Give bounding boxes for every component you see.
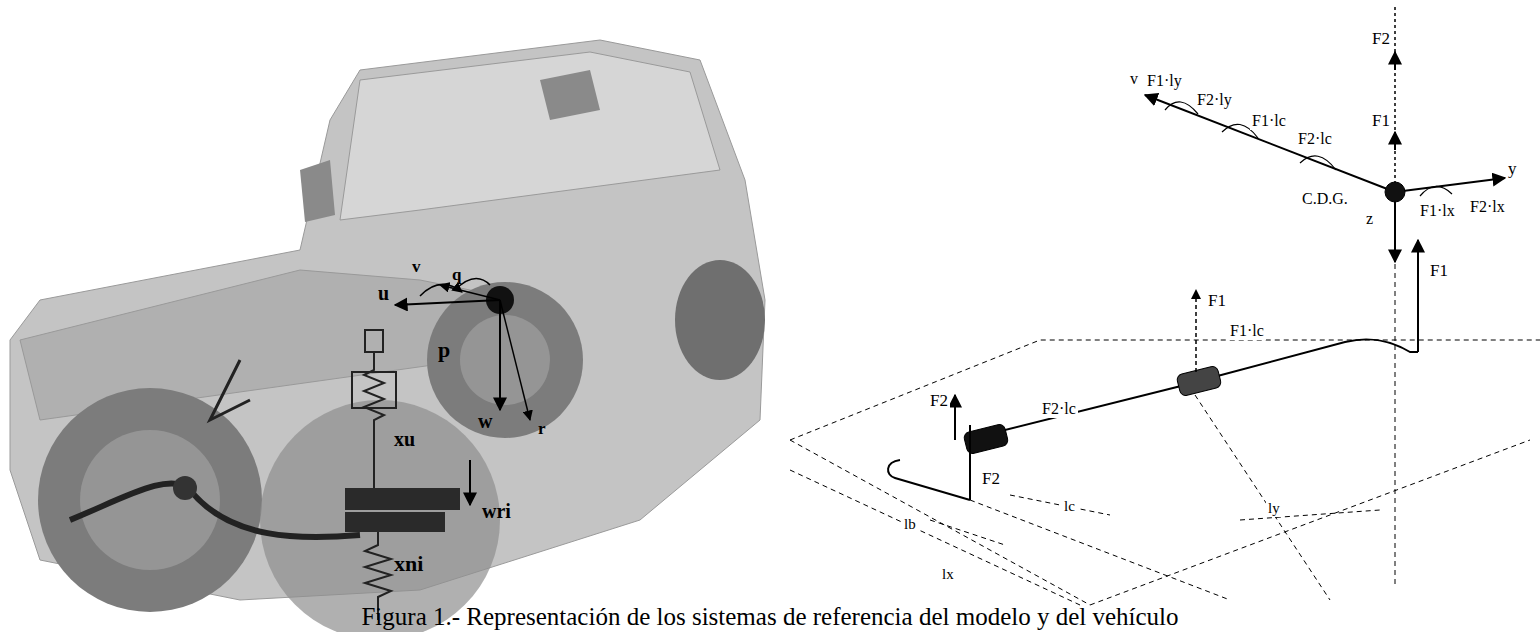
force-label: F1	[1370, 112, 1392, 131]
force-label: F1·lx	[1418, 202, 1457, 220]
force-label: y	[1506, 160, 1519, 179]
angle-label: r	[536, 420, 548, 439]
force-label: F2	[928, 392, 950, 411]
force-label: F2·lc	[1296, 130, 1334, 148]
force-label: z	[1364, 210, 1375, 228]
axis-label: w	[476, 410, 494, 432]
force-label: F1·lc	[1250, 112, 1288, 130]
force-label: F2·lx	[1468, 198, 1507, 216]
force-label: F2·ly	[1195, 91, 1234, 109]
force-label: F2	[980, 470, 1002, 489]
angle-label: q	[450, 266, 463, 285]
force-label: lc	[1062, 498, 1077, 515]
force-label: F1	[1428, 262, 1450, 281]
angle-label: p	[436, 338, 452, 362]
force-label: F2	[1370, 30, 1392, 49]
force-label: F1·ly	[1145, 72, 1184, 90]
spring-label: xni	[392, 552, 425, 576]
force-label: F1·lc	[1228, 322, 1266, 340]
force-diagram	[790, 5, 1540, 605]
force-label: C.D.G.	[1300, 190, 1350, 208]
car-illustration	[10, 40, 765, 632]
force-label: ly	[1266, 500, 1282, 517]
force-label: lb	[902, 516, 918, 533]
axis-label: u	[376, 282, 391, 304]
mass-label: wri	[480, 500, 513, 522]
spring-label: xu	[392, 428, 417, 450]
force-label: v	[1128, 70, 1140, 88]
force-label: F1	[1206, 292, 1228, 311]
axis-label: v	[410, 258, 423, 277]
force-label: lx	[940, 566, 956, 583]
figure-caption: Figura 1.- Representación de los sistema…	[0, 603, 1540, 631]
force-label: F2·lc	[1040, 400, 1078, 418]
